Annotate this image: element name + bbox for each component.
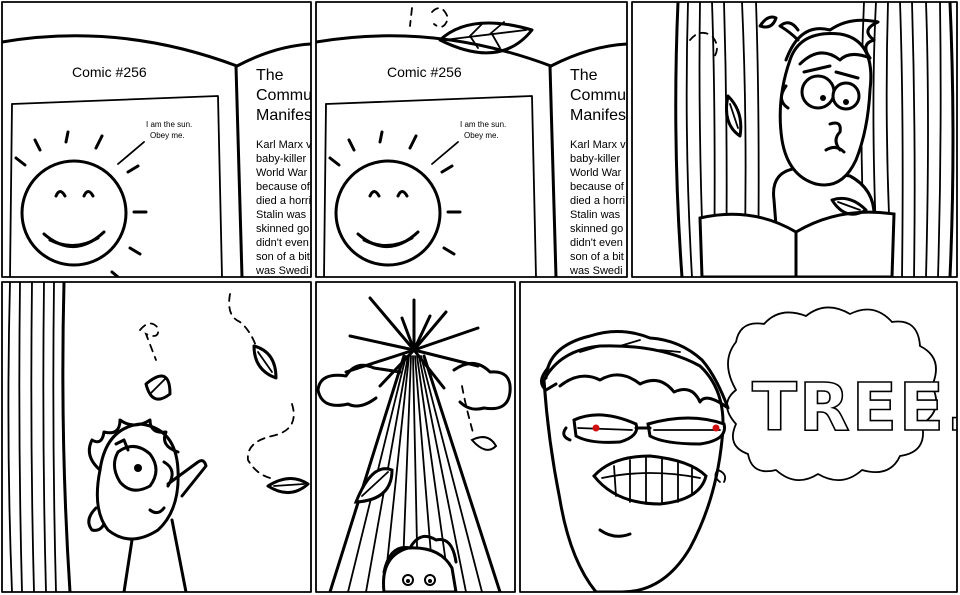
thought-text: TREE... [752,369,960,446]
sun-drawing [14,130,148,277]
page-title: Comic #256 [387,64,462,80]
glowing-eye [592,424,600,432]
falling-leaves [689,15,868,216]
looking-up-person [87,418,208,592]
book-heading: The Commu Manifes [570,67,630,124]
panel-3 [632,2,957,277]
thought-bubble: TREE... [714,306,960,483]
falling-leaf [409,7,534,55]
panel-2: Comic #256 I am the sun. Obey me. [316,2,630,277]
held-book [698,210,896,277]
angry-face [540,330,730,592]
book-heading: The Commu Manifes [256,67,316,124]
sun-drawing [328,130,462,267]
panel-5 [316,282,515,592]
person-head-bottom [382,534,458,592]
tree-trunk [7,282,72,592]
tree-top-burst [344,296,480,390]
book-body: Karl Marx v baby-killer World War becaus… [569,139,629,277]
page-title: Comic #256 [72,64,147,80]
book-body: Karl Marx v baby-killer World War becaus… [255,139,315,277]
panel-6: TREE... [520,282,960,592]
reader-head [778,18,880,187]
panel-4 [2,282,311,592]
panel-1: Comic #256 I am the sun. Obey me. The Co… [2,2,316,277]
glowing-eye [712,424,720,432]
falling-leaves [139,293,310,494]
sun-speech: I am the sun. Obey me. [460,120,508,140]
sun-speech: I am the sun. Obey me. [146,120,194,140]
